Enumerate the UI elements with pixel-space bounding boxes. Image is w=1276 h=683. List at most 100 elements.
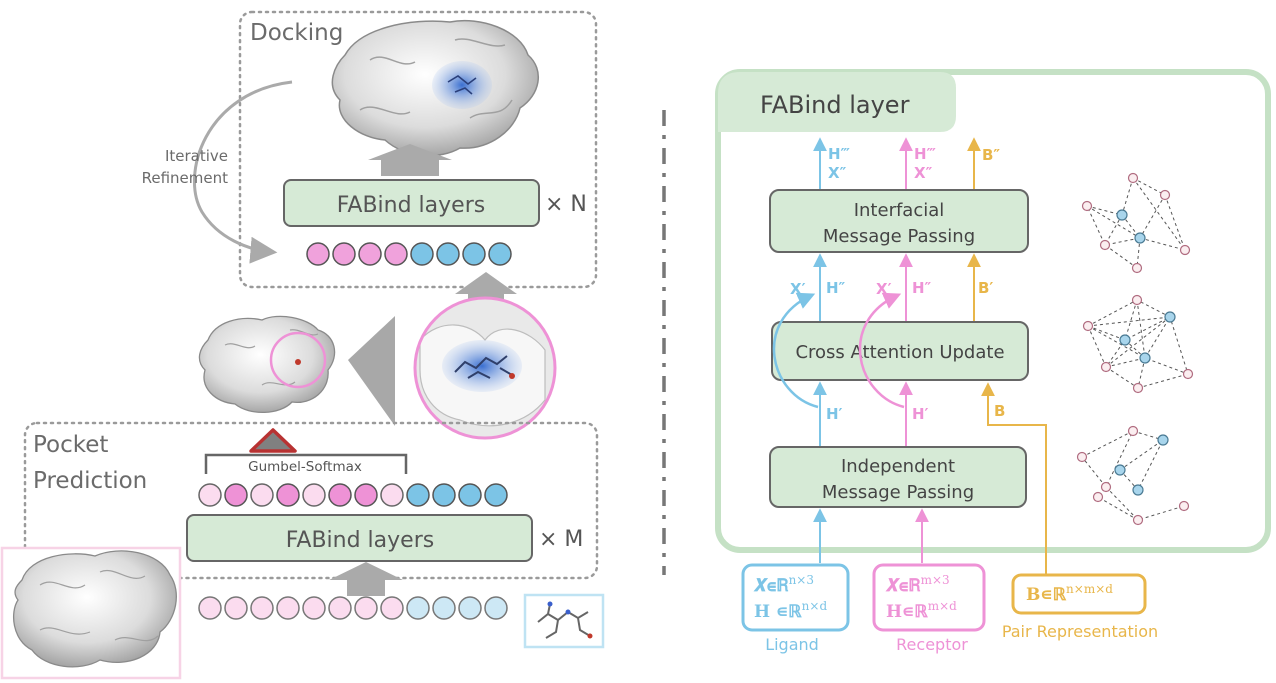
mid-receptor-h-label: H″ xyxy=(912,279,932,297)
interfacial-graph-nodes xyxy=(1081,172,1191,274)
fabind-layers-top-box xyxy=(283,179,540,227)
times-n-label: × N xyxy=(545,192,587,217)
cross-attention-graph-nodes xyxy=(1082,294,1194,394)
gumbel-bracket xyxy=(204,453,408,474)
fabind-layer-title: FABind layer xyxy=(760,91,910,119)
receptor-h-formula: H∊ℝm×d xyxy=(886,599,957,622)
cross-attention-update-box xyxy=(771,321,1029,381)
ligand-input-molecule-image xyxy=(537,601,593,639)
zoom-trapezoid xyxy=(348,316,395,426)
ligand-input-frame xyxy=(523,593,605,649)
pocket-title-line2: Prediction xyxy=(33,468,147,494)
ligand-input-box xyxy=(741,563,850,632)
receptor-h-exp: m×d xyxy=(928,599,957,613)
ligand-x-base: 𝑿∊ℝ xyxy=(753,576,789,596)
pocket-ligand-node xyxy=(484,483,508,507)
receptor-x-exp: m×3 xyxy=(921,573,950,587)
docking-ligand-node xyxy=(462,242,486,266)
docking-receptor-node xyxy=(332,242,356,266)
independent-label-line2: Message Passing xyxy=(822,482,974,503)
docking-receptor-node xyxy=(306,242,330,266)
pocket-receptor-node-selected xyxy=(276,483,300,507)
ligand-caption: Ligand xyxy=(765,635,819,654)
input-receptor-node xyxy=(354,596,378,620)
pocket-ligand-node xyxy=(432,483,456,507)
docking-frame xyxy=(238,10,598,289)
fabind-layers-top-label: FABind layers xyxy=(337,193,485,218)
iterative-refinement-arrow xyxy=(193,80,293,264)
independent-label-line1: Independent xyxy=(841,456,955,477)
docking-ligand-node xyxy=(410,242,434,266)
input-receptor-node xyxy=(276,596,300,620)
receptor-x-formula: 𝑿∊ℝm×3 xyxy=(885,573,950,596)
times-m-label: × M xyxy=(539,527,583,552)
ligand-h-triple-prime: H‴ xyxy=(828,145,851,163)
ligand-coordinate-update-arrow xyxy=(772,292,819,409)
low-receptor-h-label: H′ xyxy=(912,405,929,423)
cross-attention-label: Cross Attention Update xyxy=(795,342,1004,363)
mid-pair-label: B′ xyxy=(978,279,993,297)
pocket-receptor-node xyxy=(380,483,404,507)
mid-receptor-x-label: X′ xyxy=(876,280,892,298)
iterative-label-line1: Iterative xyxy=(165,147,228,165)
receptor-caption: Receptor xyxy=(896,635,968,654)
interfacial-label-line1: Interfacial xyxy=(854,200,945,221)
iterative-label-line2: Refinement xyxy=(142,169,229,187)
up-arrow-top xyxy=(368,144,452,176)
ligand-x-formula: 𝑿∊ℝn×3 xyxy=(753,573,814,596)
docking-receptor-node xyxy=(384,242,408,266)
input-ligand-node xyxy=(458,596,482,620)
mid-ligand-h-label: H″ xyxy=(826,279,846,297)
input-receptor-node xyxy=(198,596,222,620)
pair-base: B∊ℝ xyxy=(1026,585,1067,605)
receptor-input-box xyxy=(872,563,986,632)
docking-ligand-node xyxy=(488,242,512,266)
pocket-highlight-circle xyxy=(269,331,327,389)
input-receptor-node xyxy=(380,596,404,620)
selection-triangle xyxy=(249,428,297,453)
receptor-h-base: H∊ℝ xyxy=(886,602,928,622)
docking-node-row xyxy=(306,242,512,266)
zoomed-pocket-image xyxy=(413,296,557,440)
fabind-layers-bottom-label: FABind layers xyxy=(286,528,434,553)
docking-ligand-node xyxy=(436,242,460,266)
pocket-prediction-frame xyxy=(23,421,599,580)
pair-b-double-prime: B″ xyxy=(982,146,1000,164)
pocket-receptor-node xyxy=(302,483,326,507)
receptor-h-triple-prime: H‴ xyxy=(914,145,937,163)
pair-input-box xyxy=(1011,573,1147,615)
gumbel-softmax-label: Gumbel-Softmax xyxy=(248,459,362,475)
input-receptor-node xyxy=(302,596,326,620)
receptor-x-double-prime: X″ xyxy=(914,164,933,182)
mid-ligand-x-label: X′ xyxy=(790,280,806,298)
receptor-coordinate-update-arrow xyxy=(858,292,905,409)
pocket-title-line1: Pocket xyxy=(33,432,108,458)
fabind-layer-title-tab xyxy=(718,72,956,132)
fabind-layers-bottom-box xyxy=(186,514,533,562)
independent-message-passing-box xyxy=(769,446,1027,508)
input-ligand-node xyxy=(432,596,456,620)
input-receptor-node xyxy=(250,596,274,620)
pocket-protein-image xyxy=(198,315,336,414)
docking-title: Docking xyxy=(250,20,343,46)
low-pair-label: B xyxy=(994,402,1005,420)
ligand-h-formula: H ∊ℝn×d xyxy=(754,599,827,622)
ligand-x-exp: n×3 xyxy=(789,573,814,587)
pair-exp: n×m×d xyxy=(1066,582,1113,596)
input-node-row xyxy=(198,596,508,620)
input-receptor-node xyxy=(328,596,352,620)
up-arrow-bottom xyxy=(329,562,403,596)
docked-protein-image xyxy=(331,19,539,157)
pocket-receptor-node-selected xyxy=(224,483,248,507)
ligand-x-double-prime: X″ xyxy=(828,164,847,182)
pocket-receptor-node xyxy=(250,483,274,507)
pocket-receptor-node xyxy=(198,483,222,507)
interfacial-label-line2: Message Passing xyxy=(823,226,975,247)
pocket-ligand-node xyxy=(406,483,430,507)
ligand-h-exp: n×d xyxy=(802,599,828,613)
input-receptor-node xyxy=(224,596,248,620)
input-ligand-node xyxy=(406,596,430,620)
input-ligand-node xyxy=(484,596,508,620)
pair-input-route xyxy=(981,382,1047,574)
